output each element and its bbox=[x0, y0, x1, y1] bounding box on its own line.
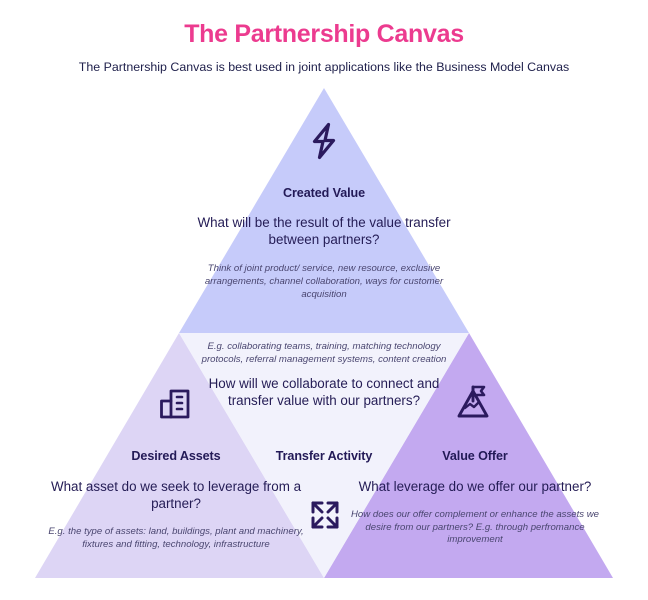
section-transfer-activity-title: Transfer Activity bbox=[224, 449, 424, 463]
value-offer-title: Value Offer bbox=[442, 449, 508, 463]
triangle-desired-assets[interactable] bbox=[35, 333, 324, 578]
desired-assets-hint: E.g. the type of assets: land, buildings… bbox=[48, 526, 304, 550]
section-desired-assets: Desired Assets What asset do we seek to … bbox=[48, 449, 304, 552]
desired-assets-question: What asset do we seek to leverage from a… bbox=[50, 479, 302, 512]
desired-assets-title: Desired Assets bbox=[131, 449, 221, 463]
building-icon bbox=[158, 388, 192, 425]
triangle-value-offer[interactable] bbox=[324, 333, 613, 578]
value-offer-question: What leverage do we offer our partner? bbox=[358, 479, 592, 494]
expand-arrows-icon bbox=[310, 500, 340, 535]
triangle-created-value[interactable] bbox=[179, 88, 469, 333]
created-value-question: What will be the result of the value tra… bbox=[197, 215, 451, 248]
value-offer-hint: How does our offer complement or enhance… bbox=[351, 509, 599, 546]
mountain-flag-icon bbox=[456, 385, 490, 426]
page-title: The Partnership Canvas bbox=[184, 20, 464, 48]
created-value-title: Created Value bbox=[283, 186, 365, 200]
page-subtitle: The Partnership Canvas is best used in j… bbox=[78, 60, 570, 74]
transfer-activity-hint: E.g. collaborating teams, training, matc… bbox=[201, 341, 447, 365]
section-value-offer: Value Offer What leverage do we offer ou… bbox=[347, 449, 603, 547]
section-created-value: Created Value What will be the result of… bbox=[184, 186, 464, 301]
triangle-transfer-activity[interactable] bbox=[179, 333, 469, 578]
lightning-bolt-icon bbox=[308, 122, 340, 165]
page-header: The Partnership Canvas The Partnership C… bbox=[0, 0, 648, 74]
created-value-hint: Think of joint product/ service, new res… bbox=[204, 263, 444, 300]
transfer-activity-question: How will we collaborate to connect and t… bbox=[208, 376, 440, 409]
section-transfer-activity-upper: E.g. collaborating teams, training, matc… bbox=[194, 341, 454, 410]
transfer-activity-title: Transfer Activity bbox=[275, 449, 373, 463]
